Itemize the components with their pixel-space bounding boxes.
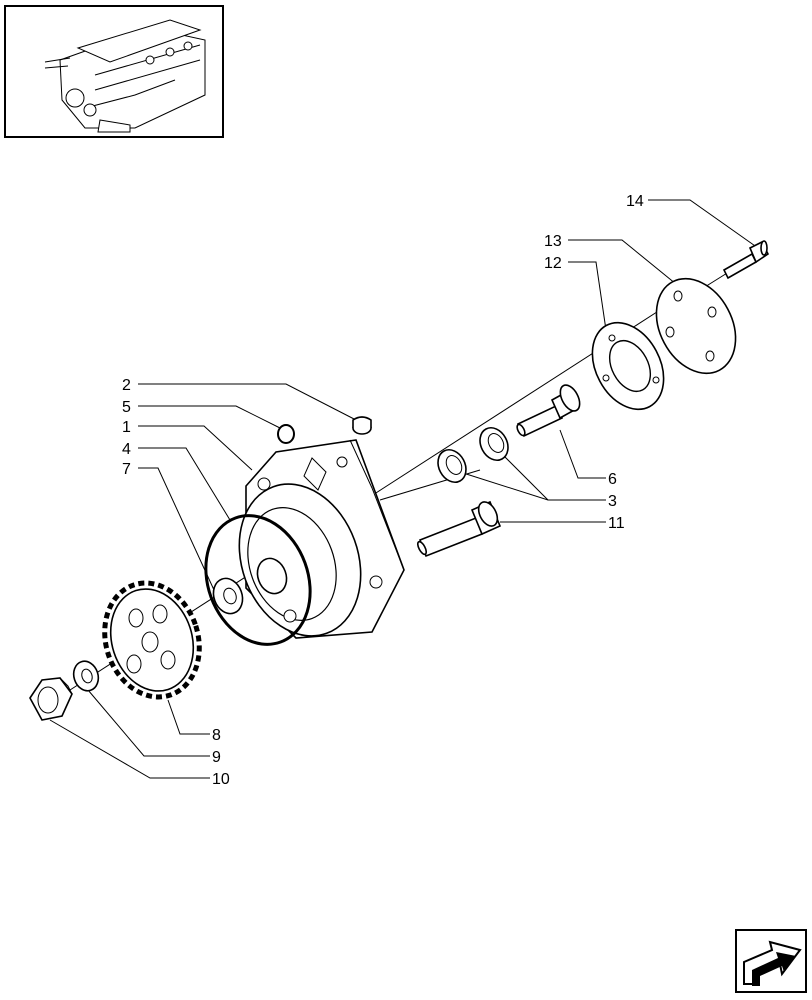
callout-6: 6 bbox=[608, 471, 617, 488]
leader-13 bbox=[568, 239, 677, 285]
engine-thumbnail[interactable] bbox=[4, 5, 224, 138]
leader-9 bbox=[87, 689, 210, 757]
part-3-bushing-b bbox=[437, 448, 467, 484]
callout-13: 13 bbox=[544, 233, 562, 250]
leader-10 bbox=[49, 719, 210, 779]
callout-1: 1 bbox=[122, 419, 131, 436]
part-5-oring bbox=[277, 424, 295, 444]
callout-11: 11 bbox=[608, 515, 625, 532]
callout-5: 5 bbox=[122, 399, 131, 416]
callout-2: 2 bbox=[122, 377, 131, 394]
callout-labels: 14 13 12 2 5 1 4 7 6 3 11 8 9 10 bbox=[122, 193, 644, 788]
part-1-housing bbox=[238, 439, 405, 639]
leader-8 bbox=[167, 699, 210, 735]
next-page-arrow-icon bbox=[743, 940, 802, 986]
leader-7 bbox=[138, 467, 215, 591]
part-12-gasket bbox=[591, 321, 665, 411]
leader-12 bbox=[568, 261, 607, 331]
part-7-washer bbox=[212, 577, 244, 615]
leader-5 bbox=[138, 405, 281, 429]
leader-6 bbox=[559, 429, 606, 479]
part-2-plug bbox=[352, 416, 372, 435]
leader-1 bbox=[138, 425, 253, 471]
part-6-shaft bbox=[516, 384, 581, 438]
leader-3a bbox=[459, 471, 606, 501]
part-3-bushing-a bbox=[479, 426, 509, 462]
leader-14 bbox=[648, 199, 759, 249]
leader-2 bbox=[138, 383, 357, 421]
part-13-flange bbox=[655, 277, 737, 375]
part-10-nut bbox=[29, 677, 73, 721]
part-4-oring bbox=[204, 514, 312, 646]
callout-3: 3 bbox=[608, 493, 617, 510]
part-9-washer bbox=[72, 660, 100, 692]
leader-3b bbox=[499, 451, 549, 501]
part-11-bolt bbox=[416, 500, 502, 558]
leader-4 bbox=[138, 447, 231, 521]
callout-10: 10 bbox=[212, 771, 230, 788]
callout-12: 12 bbox=[544, 255, 562, 272]
callout-7: 7 bbox=[122, 461, 131, 478]
part-8-gear bbox=[102, 580, 202, 700]
callout-4: 4 bbox=[122, 441, 131, 458]
part-14-bolt bbox=[722, 240, 770, 280]
callout-9: 9 bbox=[212, 749, 221, 766]
next-page-button[interactable] bbox=[735, 929, 807, 993]
engine-thumbnail-icon bbox=[44, 19, 206, 133]
callout-8: 8 bbox=[212, 727, 221, 744]
callout-14: 14 bbox=[626, 193, 644, 210]
